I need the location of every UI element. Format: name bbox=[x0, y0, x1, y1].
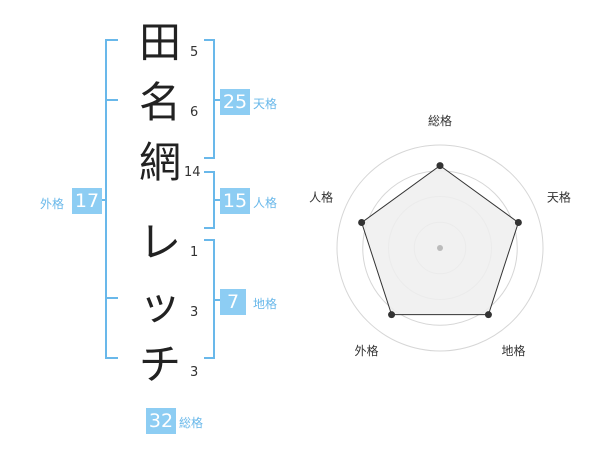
radar-point-3 bbox=[484, 311, 492, 319]
gaikaku-label: 外格 bbox=[40, 197, 65, 211]
radar-axis-label-1: 総格 bbox=[428, 113, 452, 128]
stroke-count-5: 3 bbox=[190, 305, 199, 320]
gaikaku-value: 17 bbox=[72, 188, 102, 214]
radar-axis-label-4: 外格 bbox=[355, 343, 379, 358]
chikaku-value: 7 bbox=[220, 289, 246, 315]
stroke-count-1: 5 bbox=[190, 45, 199, 60]
stroke-count-3: 14 bbox=[184, 165, 201, 180]
radar-axis-label-2: 天格 bbox=[547, 189, 571, 204]
name-char-6: チ bbox=[138, 340, 181, 389]
soukaku-label: 総格 bbox=[179, 416, 204, 430]
radar-point-1 bbox=[436, 162, 444, 170]
name-char-5: ッ bbox=[138, 280, 181, 329]
stroke-count-4: 1 bbox=[190, 245, 199, 260]
stroke-count-2: 6 bbox=[190, 105, 199, 120]
radar-point-4 bbox=[388, 311, 396, 319]
soukaku-value: 32 bbox=[146, 408, 176, 434]
chikaku-label: 地格 bbox=[253, 297, 278, 311]
name-char-2: 名 bbox=[138, 78, 181, 127]
radar-axis-label-5: 人格 bbox=[309, 189, 333, 204]
radar-axis-label-3: 地格 bbox=[501, 343, 525, 358]
name-char-4: レ bbox=[138, 218, 181, 267]
name-char-1: 田 bbox=[138, 18, 181, 67]
radar-point-5 bbox=[358, 219, 366, 227]
radar-center bbox=[437, 245, 443, 251]
name-char-3: 網 bbox=[138, 138, 181, 187]
radar-polygon bbox=[361, 164, 519, 316]
jinkaku-value: 15 bbox=[220, 188, 250, 214]
tenkaku-value: 25 bbox=[220, 89, 250, 115]
stroke-count-6: 3 bbox=[190, 365, 199, 380]
radar-ring-4 bbox=[336, 144, 544, 352]
tenkaku-label: 天格 bbox=[253, 97, 278, 111]
radar-point-2 bbox=[514, 219, 522, 227]
jinkaku-label: 人格 bbox=[253, 196, 278, 210]
